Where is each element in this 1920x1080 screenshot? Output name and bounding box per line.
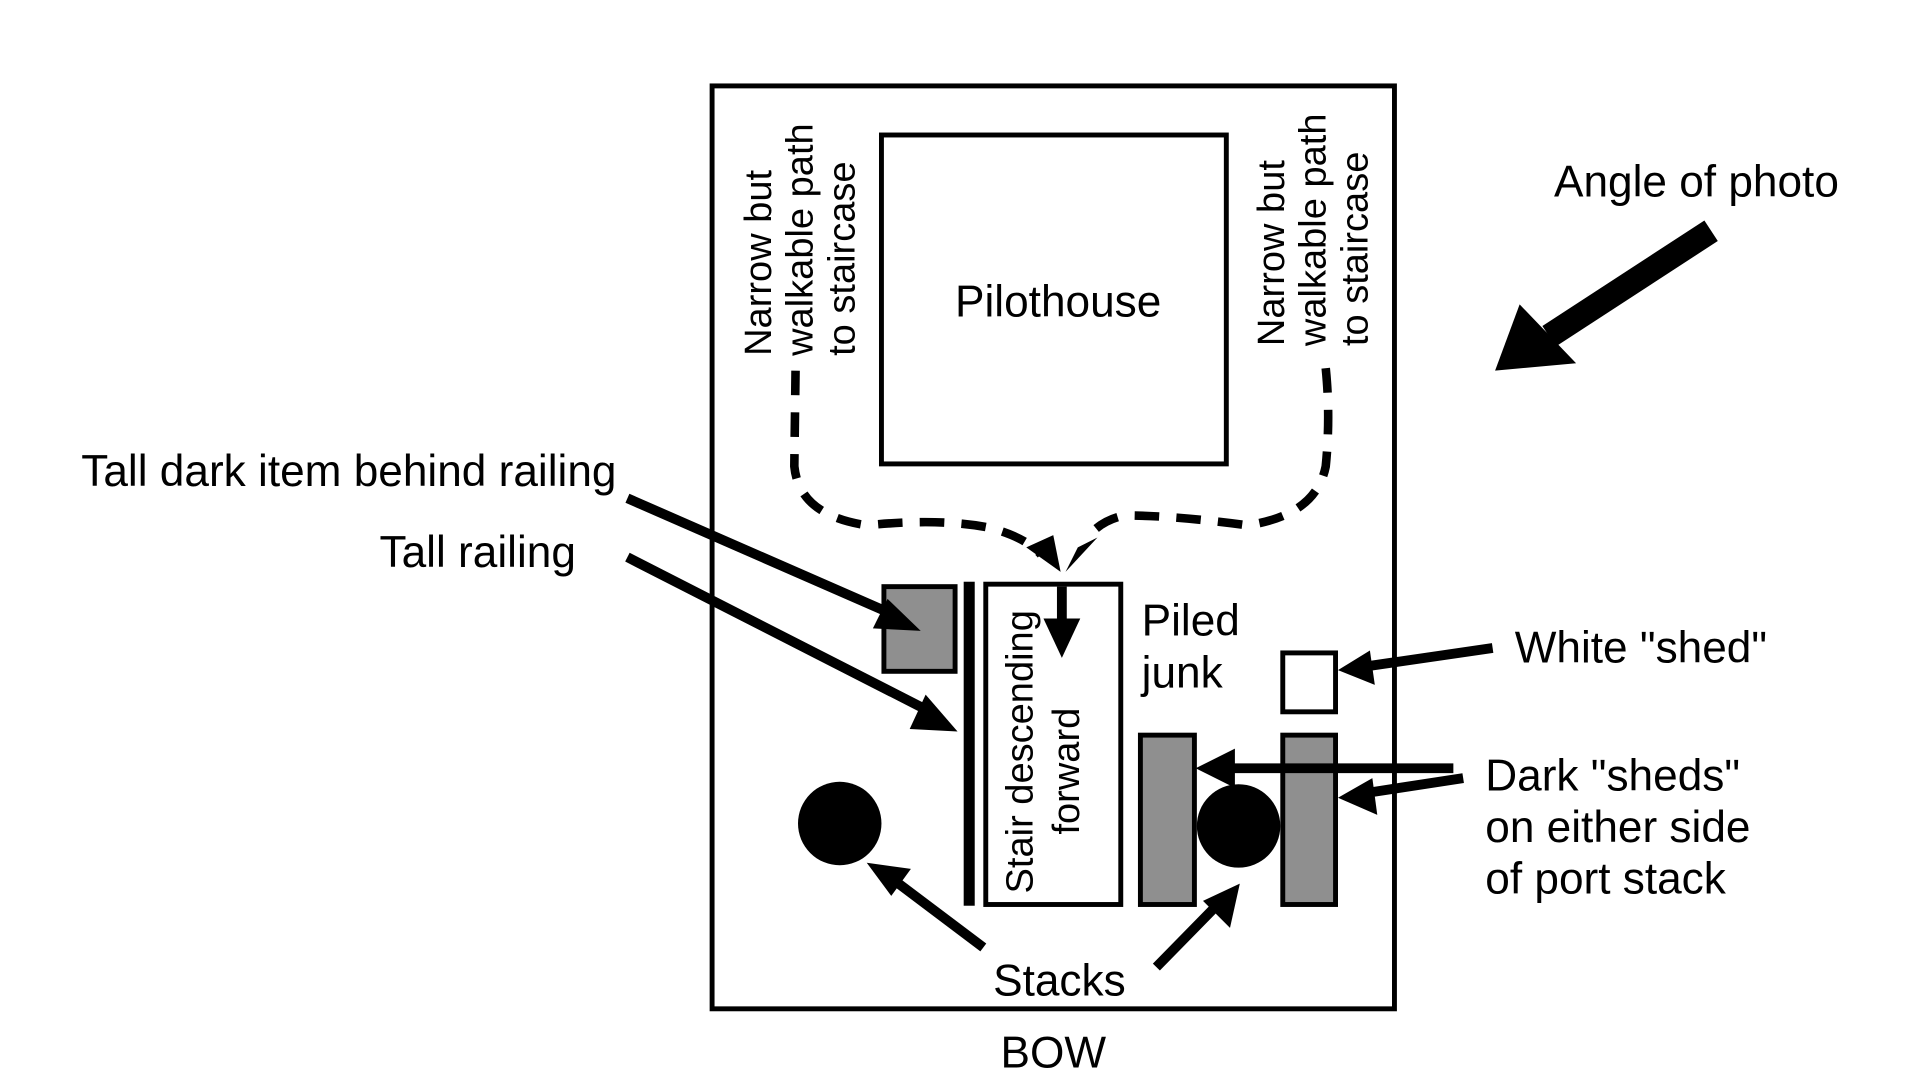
bow-label: BOW [1001, 1029, 1107, 1078]
svg-text:of port stack: of port stack [1485, 854, 1727, 903]
tall-railing-label: Tall railing [380, 528, 576, 577]
white-shed-label: White "shed" [1515, 624, 1767, 673]
dark-shed-right [1280, 732, 1338, 907]
dark-shed-left [1137, 732, 1197, 907]
tall-railing-arrowhead [909, 694, 958, 732]
svg-text:walkable path: walkable path [780, 123, 822, 357]
stair-label: Stair descending forward [999, 610, 1088, 893]
stacks-arrow-right [1152, 902, 1221, 971]
tall-dark-item-arrowhead [872, 598, 921, 631]
svg-text:Stair descending: Stair descending [999, 610, 1041, 893]
stacks-arrow-left-arrowhead [866, 862, 911, 896]
svg-text:forward: forward [1046, 708, 1088, 835]
path-label-right: Narrow but walkable path to staircase [1251, 114, 1376, 348]
svg-text:walkable path: walkable path [1293, 114, 1335, 348]
stack-port [1196, 784, 1281, 868]
stair-direction-arrowhead [1043, 618, 1081, 658]
white-shed [1280, 650, 1338, 715]
walk-path-right [1081, 367, 1333, 543]
tall-dark-item-arrow [625, 493, 894, 619]
stacks-label: Stacks [993, 956, 1126, 1005]
angle-of-photo-arrow [1542, 220, 1718, 347]
dark-shed-right-arrow [1366, 773, 1464, 798]
piled-junk-label: Piled [1142, 597, 1240, 646]
svg-text:to staircase: to staircase [821, 161, 863, 355]
svg-text:to staircase: to staircase [1334, 152, 1376, 346]
dark-sheds-label: Dark "sheds" on either side of port stac… [1485, 751, 1750, 903]
stacks-arrow-left [890, 876, 987, 952]
walk-path-left-arrowhead [1026, 535, 1061, 572]
svg-text:on either side: on either side [1485, 803, 1750, 852]
path-label-left: Narrow but walkable path to staircase [738, 123, 863, 357]
stack-left [798, 781, 882, 866]
pilothouse-label: Pilothouse [955, 278, 1161, 327]
walk-path-left [790, 370, 1045, 558]
white-shed-arrowhead [1338, 650, 1375, 685]
tall-railing [963, 581, 975, 906]
deck-outline [709, 83, 1397, 1012]
dark-shed-right-arrowhead [1338, 778, 1378, 815]
angle-of-photo-label: Angle of photo [1554, 157, 1839, 206]
angle-of-photo-arrowhead [1495, 304, 1577, 371]
svg-text:Narrow but: Narrow but [738, 169, 780, 355]
tall-railing-arrow [625, 552, 928, 714]
svg-text:Narrow but: Narrow but [1251, 160, 1293, 346]
piled-junk-label-2: junk [1140, 648, 1224, 697]
white-shed-arrow [1356, 643, 1494, 673]
tall-dark-item-label: Tall dark item behind railing [81, 447, 616, 496]
walk-path-right-arrowhead [1065, 537, 1098, 572]
dark-shed-left-arrowhead [1195, 748, 1235, 788]
stacks-arrow-right-arrowhead [1203, 883, 1240, 928]
svg-text:Dark "sheds": Dark "sheds" [1485, 751, 1740, 800]
pilothouse-box [878, 132, 1229, 467]
stair-box [983, 581, 1124, 907]
